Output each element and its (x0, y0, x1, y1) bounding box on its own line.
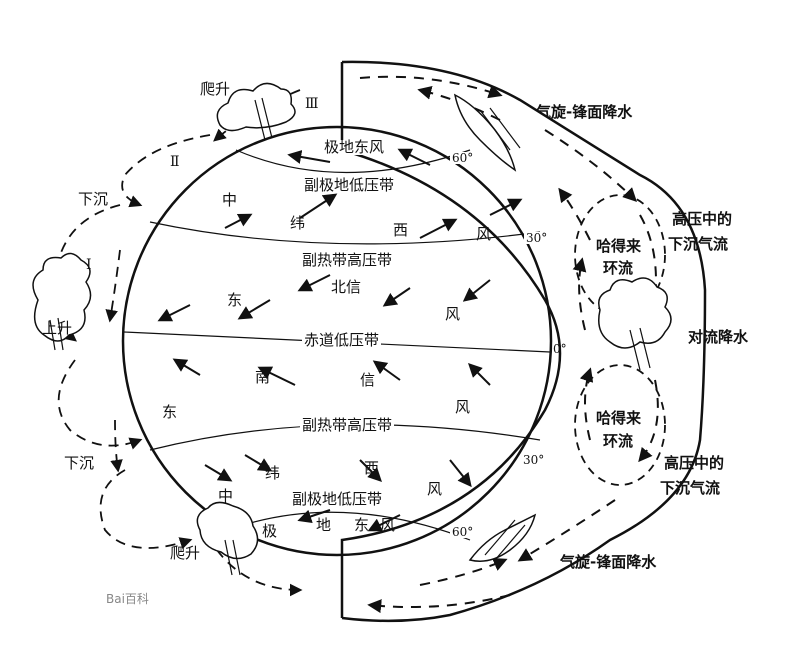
climb-label-bottom: 爬升 (170, 544, 201, 562)
trades-label: 风 (455, 398, 471, 416)
convective-precip-label: 对流降水 (688, 328, 749, 346)
latitude-0: 0° (553, 342, 567, 356)
westerlies-label: 中 (218, 487, 234, 505)
latitude-60s: 60° (450, 525, 476, 539)
westerlies-label: 纬 (290, 214, 306, 232)
watermark: Bai百科 (106, 592, 149, 606)
high-pressure-sink-bottom: 高压中的 (664, 454, 725, 472)
westerlies-label: 风 (476, 225, 492, 243)
rain-streaks (49, 97, 651, 576)
hadley-cell-top: 环流 (601, 259, 636, 277)
sink-label-bottom: 下沉 (64, 454, 95, 472)
band-arrows (359, 75, 664, 614)
high-pressure-sink-bottom: 下沉气流 (660, 479, 721, 497)
cloud-icon (32, 252, 92, 342)
latitude-60n: 60° (450, 151, 476, 165)
subpolar-low-north: 副极地低压带 (302, 176, 397, 194)
cell-2-label: Ⅱ (170, 154, 180, 170)
wind-arrows (157, 148, 523, 532)
cloud-icon (468, 513, 537, 562)
cloud-icons (32, 82, 672, 562)
high-pressure-sink-top: 下沉气流 (668, 235, 729, 253)
latitude-30s: 30° (521, 453, 547, 467)
trades-label: 东 (227, 291, 243, 309)
cell-3-label: Ⅲ (305, 96, 319, 112)
polar-easterlies-south: 极 (262, 522, 278, 540)
climb-label-top: 爬升 (200, 80, 231, 98)
westerlies-label: 纬 (265, 464, 281, 482)
sink-label-top: 下沉 (78, 190, 109, 208)
equatorial-low: 赤道低压带 (302, 331, 382, 349)
hadley-cell-bottom: 哈得来 (594, 409, 644, 427)
polar-easterlies-south: 风 (380, 516, 396, 534)
polar-easterlies-south: 东 (354, 516, 370, 534)
cloud-icon (453, 93, 517, 172)
atmosphere-band (340, 60, 707, 623)
westerlies-label: 西 (364, 459, 380, 477)
polar-easterlies-south: 地 (316, 516, 332, 534)
cyclone-front-precip-bottom: 气旋-锋面降水 (560, 553, 657, 571)
trades-label: 信 (360, 371, 376, 389)
cloud-icon (598, 277, 672, 349)
hadley-loops (574, 194, 666, 486)
high-pressure-sink-top: 高压中的 (672, 210, 733, 228)
earth-globe (121, 125, 553, 557)
polar-easterlies-north: 极地东风 (322, 138, 387, 156)
hadley-cell-top: 哈得来 (594, 237, 644, 255)
subtropical-high-north: 副热带高压带 (300, 251, 395, 269)
cell-1-label: Ⅰ (86, 257, 92, 273)
subpolar-low-south: 副极地低压带 (290, 490, 385, 508)
trades-label: 风 (445, 305, 461, 323)
trades-label: 北信 (331, 278, 362, 296)
cloud-icon (196, 501, 259, 560)
westerlies-label: 西 (393, 221, 409, 239)
trades-label: 南 (255, 368, 271, 386)
cyclone-front-precip-top: 气旋-锋面降水 (536, 103, 633, 121)
rise-label: 上升 (42, 319, 73, 337)
trades-label: 东 (162, 403, 178, 421)
subtropical-high-south: 副热带高压带 (300, 416, 395, 434)
hadley-cell-bottom: 环流 (601, 432, 636, 450)
latitude-30n: 30° (524, 231, 550, 245)
westerlies-label: 风 (427, 480, 443, 498)
westerlies-label: 中 (222, 191, 238, 209)
